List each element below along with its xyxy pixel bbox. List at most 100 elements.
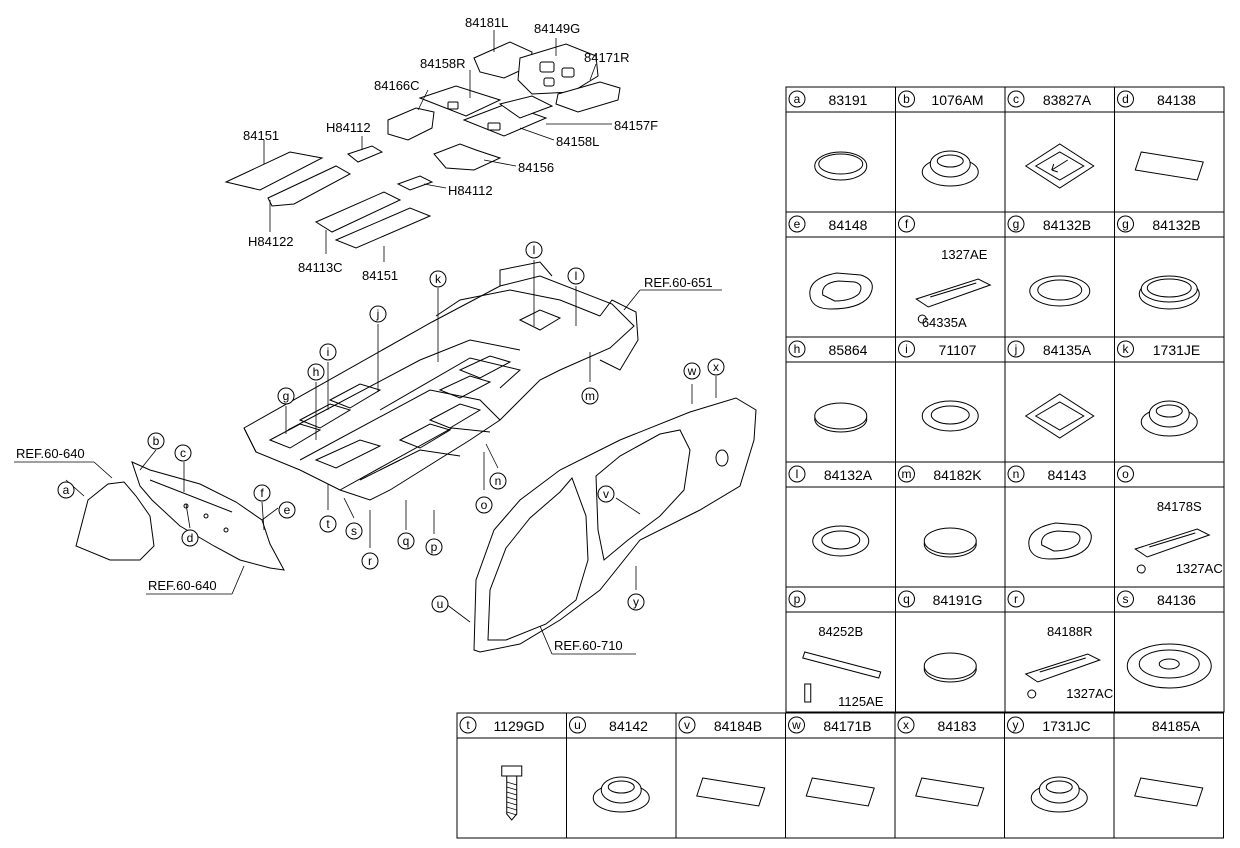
callout-m: m bbox=[581, 387, 599, 405]
callout-letter: q bbox=[403, 534, 410, 548]
table-callout: m bbox=[898, 465, 915, 483]
table-part-number: 84171B bbox=[823, 718, 871, 734]
callout-y: y bbox=[627, 593, 645, 611]
table-part-number: 84191G bbox=[933, 592, 983, 608]
callout-x: x bbox=[707, 358, 725, 376]
dash-panel-drawing bbox=[75, 461, 285, 571]
flat-disc-icon bbox=[923, 652, 977, 683]
part-labels: 84181L 84149G 84171R 84158R 84166C H8411… bbox=[243, 15, 658, 283]
table-cell-n-14: n 84143 bbox=[1004, 461, 1115, 588]
round-plug-icon bbox=[814, 151, 868, 181]
leader-lines bbox=[14, 30, 722, 655]
table-subpart-number: 84252B bbox=[818, 624, 863, 639]
callout-g: g bbox=[277, 387, 295, 405]
bar-with-bolt-icon bbox=[802, 651, 882, 703]
table-part-number: 84183 bbox=[938, 718, 977, 734]
table-part-number: 1129GD bbox=[493, 718, 544, 734]
table-callout: u bbox=[569, 716, 586, 734]
table-letter: a bbox=[794, 92, 801, 106]
callout-letter: x bbox=[713, 360, 719, 374]
table-letter: m bbox=[902, 467, 912, 481]
table-part-number: 84143 bbox=[1048, 467, 1087, 483]
callout-letter: u bbox=[437, 597, 444, 611]
callout-t: t bbox=[319, 515, 337, 533]
domed-plug-icon bbox=[592, 776, 650, 813]
table-part-number: 83191 bbox=[829, 92, 868, 108]
part-label-84113C: 84113C bbox=[298, 260, 343, 275]
table-letter: p bbox=[794, 592, 801, 606]
flat-disc-icon bbox=[923, 527, 977, 558]
callout-letter: d bbox=[187, 531, 194, 545]
table-part-number: 85864 bbox=[829, 342, 868, 358]
table-part-number: 1076AM bbox=[931, 92, 983, 108]
part-label-84156: 84156 bbox=[518, 160, 554, 175]
part-label-84166C: 84166C bbox=[374, 78, 420, 93]
callout-i: i bbox=[319, 343, 337, 361]
part-label-84171R: 84171R bbox=[584, 50, 630, 65]
callout-k: k bbox=[429, 270, 447, 288]
table-subpart-number: 1327AC bbox=[1176, 561, 1223, 576]
table-subpart-number: 84178S bbox=[1157, 499, 1202, 514]
callout-letter: c bbox=[180, 446, 186, 460]
pad-sheet-icon bbox=[805, 777, 875, 807]
table-callout: r bbox=[1007, 590, 1025, 608]
callout-r: r bbox=[361, 552, 379, 570]
domed-plug-icon bbox=[1030, 776, 1088, 813]
callout-l2: l bbox=[567, 267, 585, 285]
side-body-drawing bbox=[473, 397, 757, 653]
callout-s: s bbox=[345, 522, 363, 540]
table-letter: h bbox=[794, 342, 801, 356]
callout-d: d bbox=[181, 529, 199, 547]
callout-letter: j bbox=[376, 307, 380, 321]
table-letter: v bbox=[684, 718, 690, 732]
table-callout: g bbox=[1117, 215, 1134, 233]
callout-f: f bbox=[253, 484, 271, 502]
table-cell-h-8: h 85864 bbox=[785, 336, 896, 463]
pad-sheet-icon bbox=[1134, 151, 1204, 181]
table-cell-a-0: a 83191 bbox=[785, 86, 896, 213]
table-letter: i bbox=[905, 342, 908, 356]
callout-letter: p bbox=[431, 540, 438, 554]
table-cell-x-24: x 84183 bbox=[894, 712, 1005, 839]
ref-label-60-710: REF.60-710 bbox=[554, 638, 623, 653]
table-callout: h bbox=[788, 340, 806, 358]
table-letter: s bbox=[1123, 592, 1129, 606]
part-label-84149G: 84149G bbox=[534, 21, 580, 36]
table-subpart-number: 1327AE bbox=[941, 247, 988, 262]
table-part-number: 84132A bbox=[824, 467, 873, 483]
table-part-number: 83827A bbox=[1043, 92, 1092, 108]
callout-letter: h bbox=[313, 365, 320, 379]
part-label-84151: 84151 bbox=[243, 128, 279, 143]
table-callout: a bbox=[788, 90, 806, 108]
table-callout: p bbox=[788, 590, 806, 608]
table-callout: s bbox=[1117, 590, 1134, 608]
table-callout: l bbox=[788, 465, 806, 483]
callout-letter: w bbox=[687, 364, 697, 378]
callout-letter: a bbox=[63, 483, 70, 497]
table-callout: n bbox=[1007, 465, 1025, 483]
table-letter: t bbox=[466, 718, 470, 732]
domed-plug-icon bbox=[921, 150, 979, 187]
table-callout: x bbox=[897, 716, 915, 734]
part-label-H84112-lower: H84112 bbox=[448, 183, 493, 198]
callout-letter: f bbox=[260, 486, 264, 500]
table-callout: v bbox=[678, 716, 696, 734]
table-callout: t bbox=[459, 716, 477, 734]
table-letter: r bbox=[1014, 592, 1018, 606]
